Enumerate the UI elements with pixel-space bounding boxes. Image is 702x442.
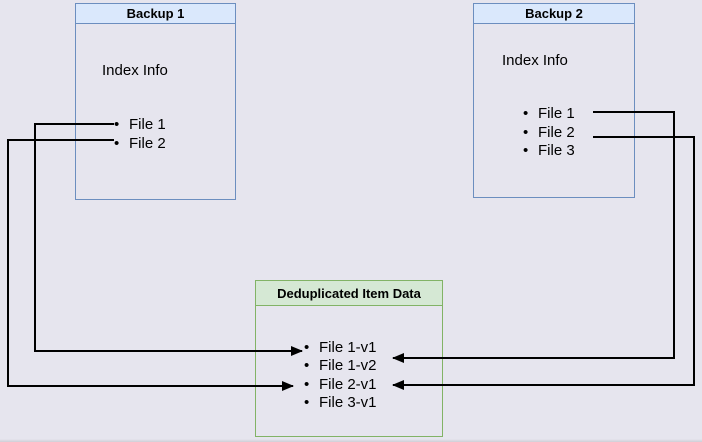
list-item: File 2 (114, 135, 166, 154)
dedup-title: Deduplicated Item Data (256, 281, 442, 306)
dedup-file-list: File 1-v1 File 1-v2 File 2-v1 File 3-v1 (304, 339, 377, 412)
list-item: File 3-v1 (304, 394, 377, 412)
deduplicated-item-data-box: Deduplicated Item Data File 1-v1 File 1-… (255, 280, 443, 437)
list-item: File 1-v2 (304, 357, 377, 375)
backup2-file-list: File 1 File 2 File 3 (523, 105, 575, 161)
list-item: File 1 (523, 105, 575, 124)
backup2-title: Backup 2 (474, 4, 634, 24)
list-item: File 3 (523, 142, 575, 161)
list-item: File 2-v1 (304, 376, 377, 394)
list-item: File 2 (523, 124, 575, 143)
backup1-file-list: File 1 File 2 (114, 116, 166, 153)
list-item: File 1-v1 (304, 339, 377, 357)
backup1-index-info-heading: Index Info (102, 62, 168, 79)
list-item: File 1 (114, 116, 166, 135)
backup2-index-info-heading: Index Info (502, 52, 568, 69)
backup1-box: Backup 1 Index Info File 1 File 2 (75, 3, 236, 200)
backup2-box: Backup 2 Index Info File 1 File 2 File 3 (473, 3, 635, 198)
backup1-title: Backup 1 (76, 4, 235, 24)
